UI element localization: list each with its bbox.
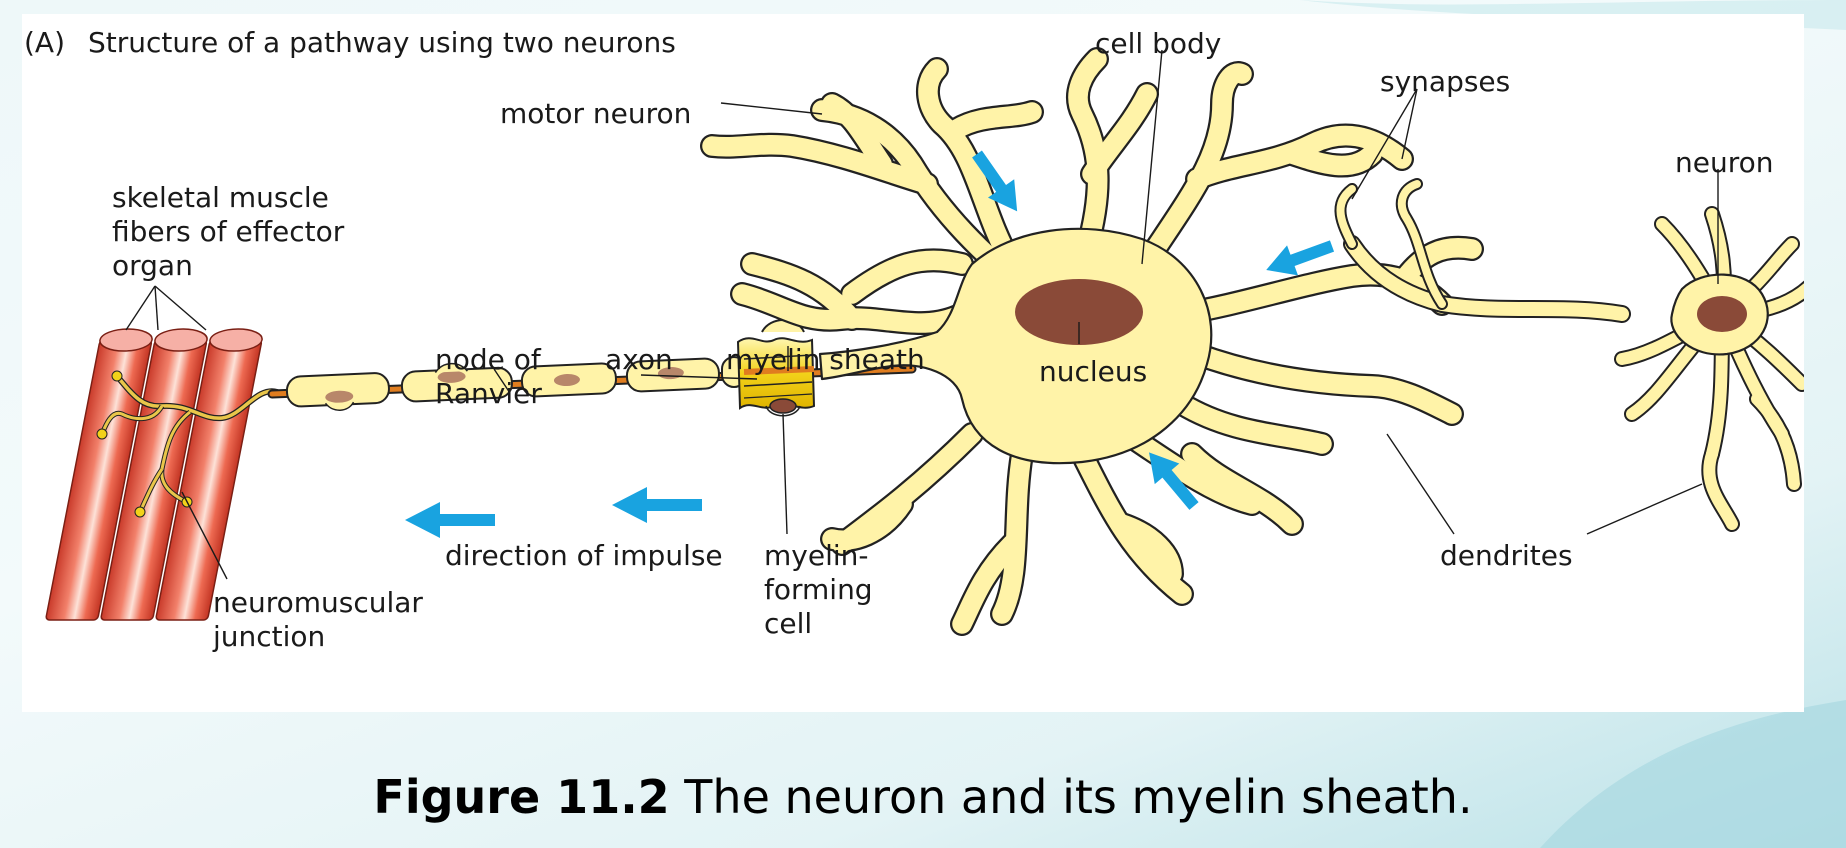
label-myelin-sheath: myelin sheath [726,343,925,376]
label-skeletal-muscle-3: organ [112,249,193,282]
second-neuron [1334,178,1804,532]
label-axon: axon [605,343,673,376]
panel-title: Structure of a pathway using two neurons [88,26,676,59]
leader-lines [125,49,1719,580]
label-nucleus: nucleus [1039,355,1147,388]
label-neuromuscular-1: neuromuscular [213,586,423,619]
impulse-arrows [405,150,1335,538]
figure-caption-text: The neuron and its myelin sheath. [669,770,1473,824]
figure-number: Figure 11.2 [373,770,670,824]
label-neuromuscular-2: junction [212,620,325,653]
myelin-segments [285,356,747,411]
impulse-arrow [1266,240,1335,276]
label-neuron: neuron [1675,146,1774,179]
impulse-arrow [612,487,702,523]
neuron-pathway-diagram: (A) Structure of a pathway using two neu… [24,26,1804,653]
skeletal-muscle-fibers [45,328,263,621]
panel-tag: (A) [24,26,65,59]
impulse-arrow [405,502,495,538]
nucleus [1015,279,1143,345]
label-motor-neuron: motor neuron [500,97,691,130]
label-node-1: node of [435,343,542,376]
figure-caption: Figure 11.2 The neuron and its myelin sh… [0,770,1846,824]
label-dendrites: dendrites [1440,539,1573,572]
label-skeletal-muscle-2: fibers of effector [112,215,345,248]
impulse-arrow [972,150,1018,212]
label-myelin-forming-3: cell [764,607,812,640]
diagram-panel: (A) Structure of a pathway using two neu… [22,14,1804,712]
label-skeletal-muscle-1: skeletal muscle [112,181,329,214]
label-node-2: Ranvier [435,377,542,410]
impulse-arrow [1149,452,1199,510]
label-direction-of-impulse: direction of impulse [445,539,723,572]
label-synapses: synapses [1380,65,1510,98]
myelin-sheath-cutaway [736,319,816,417]
motor-neuron [700,47,1484,636]
label-myelin-forming-2: forming [764,573,873,606]
second-neuron-nucleus [1697,296,1747,332]
neuromuscular-junction [96,370,280,518]
label-cell-body: cell body [1095,27,1221,60]
label-myelin-forming-1: myelin- [764,539,868,572]
